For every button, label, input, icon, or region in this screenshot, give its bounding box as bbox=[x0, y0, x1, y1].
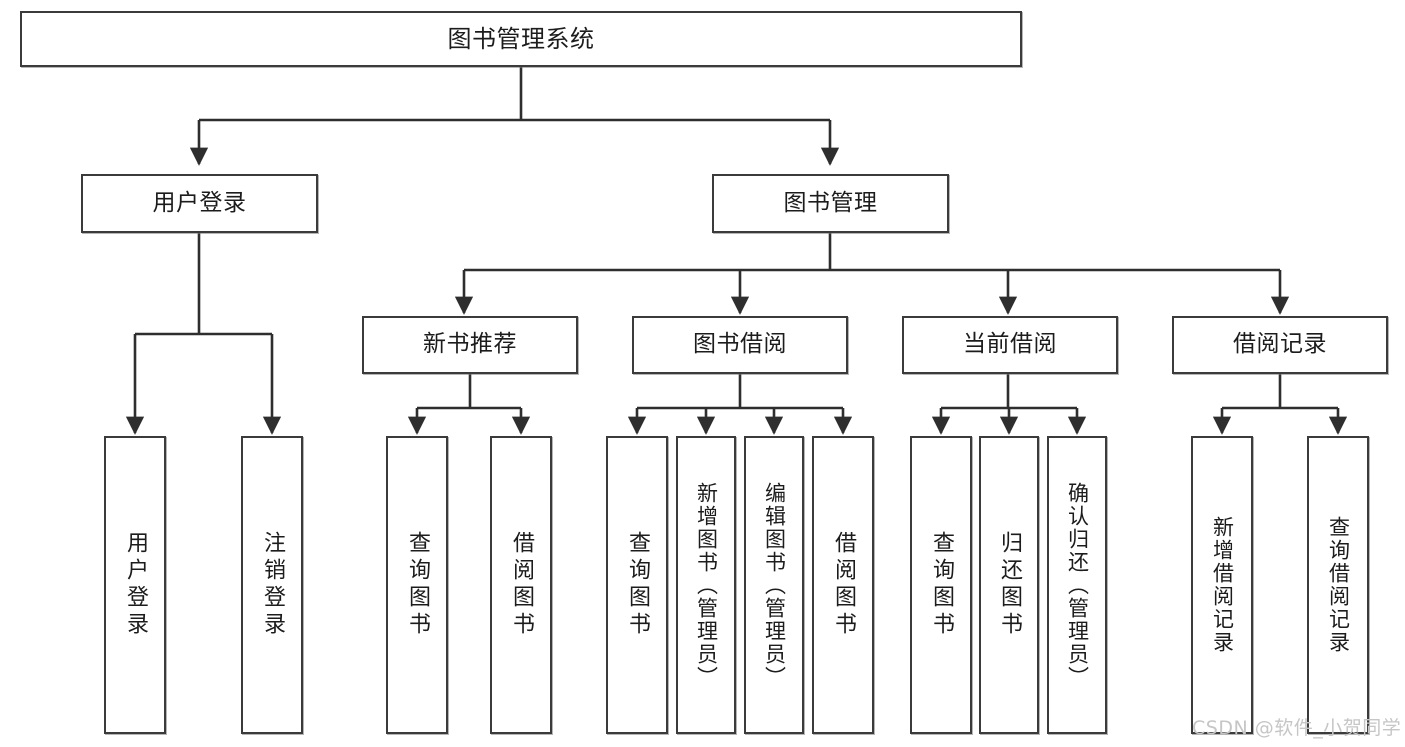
watermark-text: CSDN @软件_小贺同学 bbox=[1192, 717, 1402, 739]
node-label: 查询图书 bbox=[405, 531, 430, 639]
node-borrowing-record[interactable]: 借阅记录 bbox=[1172, 316, 1388, 374]
node-label: 编辑图书（管理员） bbox=[762, 481, 787, 689]
node-label: 图书借阅 bbox=[693, 331, 787, 358]
node-label: 用户登录 bbox=[152, 189, 247, 216]
leaf-record-add-borrow-record[interactable]: 新增借阅记录 bbox=[1191, 436, 1253, 734]
leaf-borrow-add-book-admin[interactable]: 新增图书（管理员） bbox=[676, 436, 736, 734]
node-label: 查询图书 bbox=[625, 531, 650, 639]
node-book-borrowing[interactable]: 图书借阅 bbox=[632, 316, 848, 374]
leaf-current-return-book[interactable]: 归还图书 bbox=[979, 436, 1039, 734]
leaf-new-book-borrow[interactable]: 借阅图书 bbox=[490, 436, 552, 734]
node-label: 查询图书 bbox=[929, 531, 954, 639]
node-label: 新增借阅记录 bbox=[1210, 516, 1235, 654]
node-label: 图书管理 bbox=[783, 189, 878, 216]
node-label: 用户登录 bbox=[123, 531, 148, 639]
node-label: 当前借阅 bbox=[963, 331, 1057, 358]
leaf-borrow-edit-book-admin[interactable]: 编辑图书（管理员） bbox=[744, 436, 804, 734]
node-label: 注销登录 bbox=[260, 531, 285, 639]
leaf-current-confirm-return-admin[interactable]: 确认归还（管理员） bbox=[1047, 436, 1107, 734]
node-label: 归还图书 bbox=[997, 531, 1022, 639]
node-label: 借阅记录 bbox=[1233, 331, 1327, 358]
node-label: 新增图书（管理员） bbox=[694, 481, 719, 689]
node-new-book-recommendation[interactable]: 新书推荐 bbox=[362, 316, 578, 374]
leaf-user-login-login[interactable]: 用户登录 bbox=[104, 436, 166, 734]
node-book-management[interactable]: 图书管理 bbox=[712, 174, 949, 233]
leaf-user-login-logout[interactable]: 注销登录 bbox=[241, 436, 303, 734]
node-label: 确认归还（管理员） bbox=[1065, 481, 1090, 689]
node-user-login[interactable]: 用户登录 bbox=[81, 174, 318, 233]
leaf-current-query-book[interactable]: 查询图书 bbox=[910, 436, 972, 734]
node-label: 图书管理系统 bbox=[447, 24, 595, 53]
node-root-book-management-system[interactable]: 图书管理系统 bbox=[20, 11, 1022, 67]
leaf-record-query-borrow-record[interactable]: 查询借阅记录 bbox=[1307, 436, 1369, 734]
node-label: 新书推荐 bbox=[423, 331, 517, 358]
node-label: 借阅图书 bbox=[831, 531, 856, 639]
leaf-borrow-query-book[interactable]: 查询图书 bbox=[606, 436, 668, 734]
leaf-new-book-query[interactable]: 查询图书 bbox=[386, 436, 448, 734]
node-label: 查询借阅记录 bbox=[1326, 516, 1351, 654]
node-label: 借阅图书 bbox=[509, 531, 534, 639]
leaf-borrow-borrow-book[interactable]: 借阅图书 bbox=[812, 436, 874, 734]
node-current-borrowing[interactable]: 当前借阅 bbox=[902, 316, 1118, 374]
